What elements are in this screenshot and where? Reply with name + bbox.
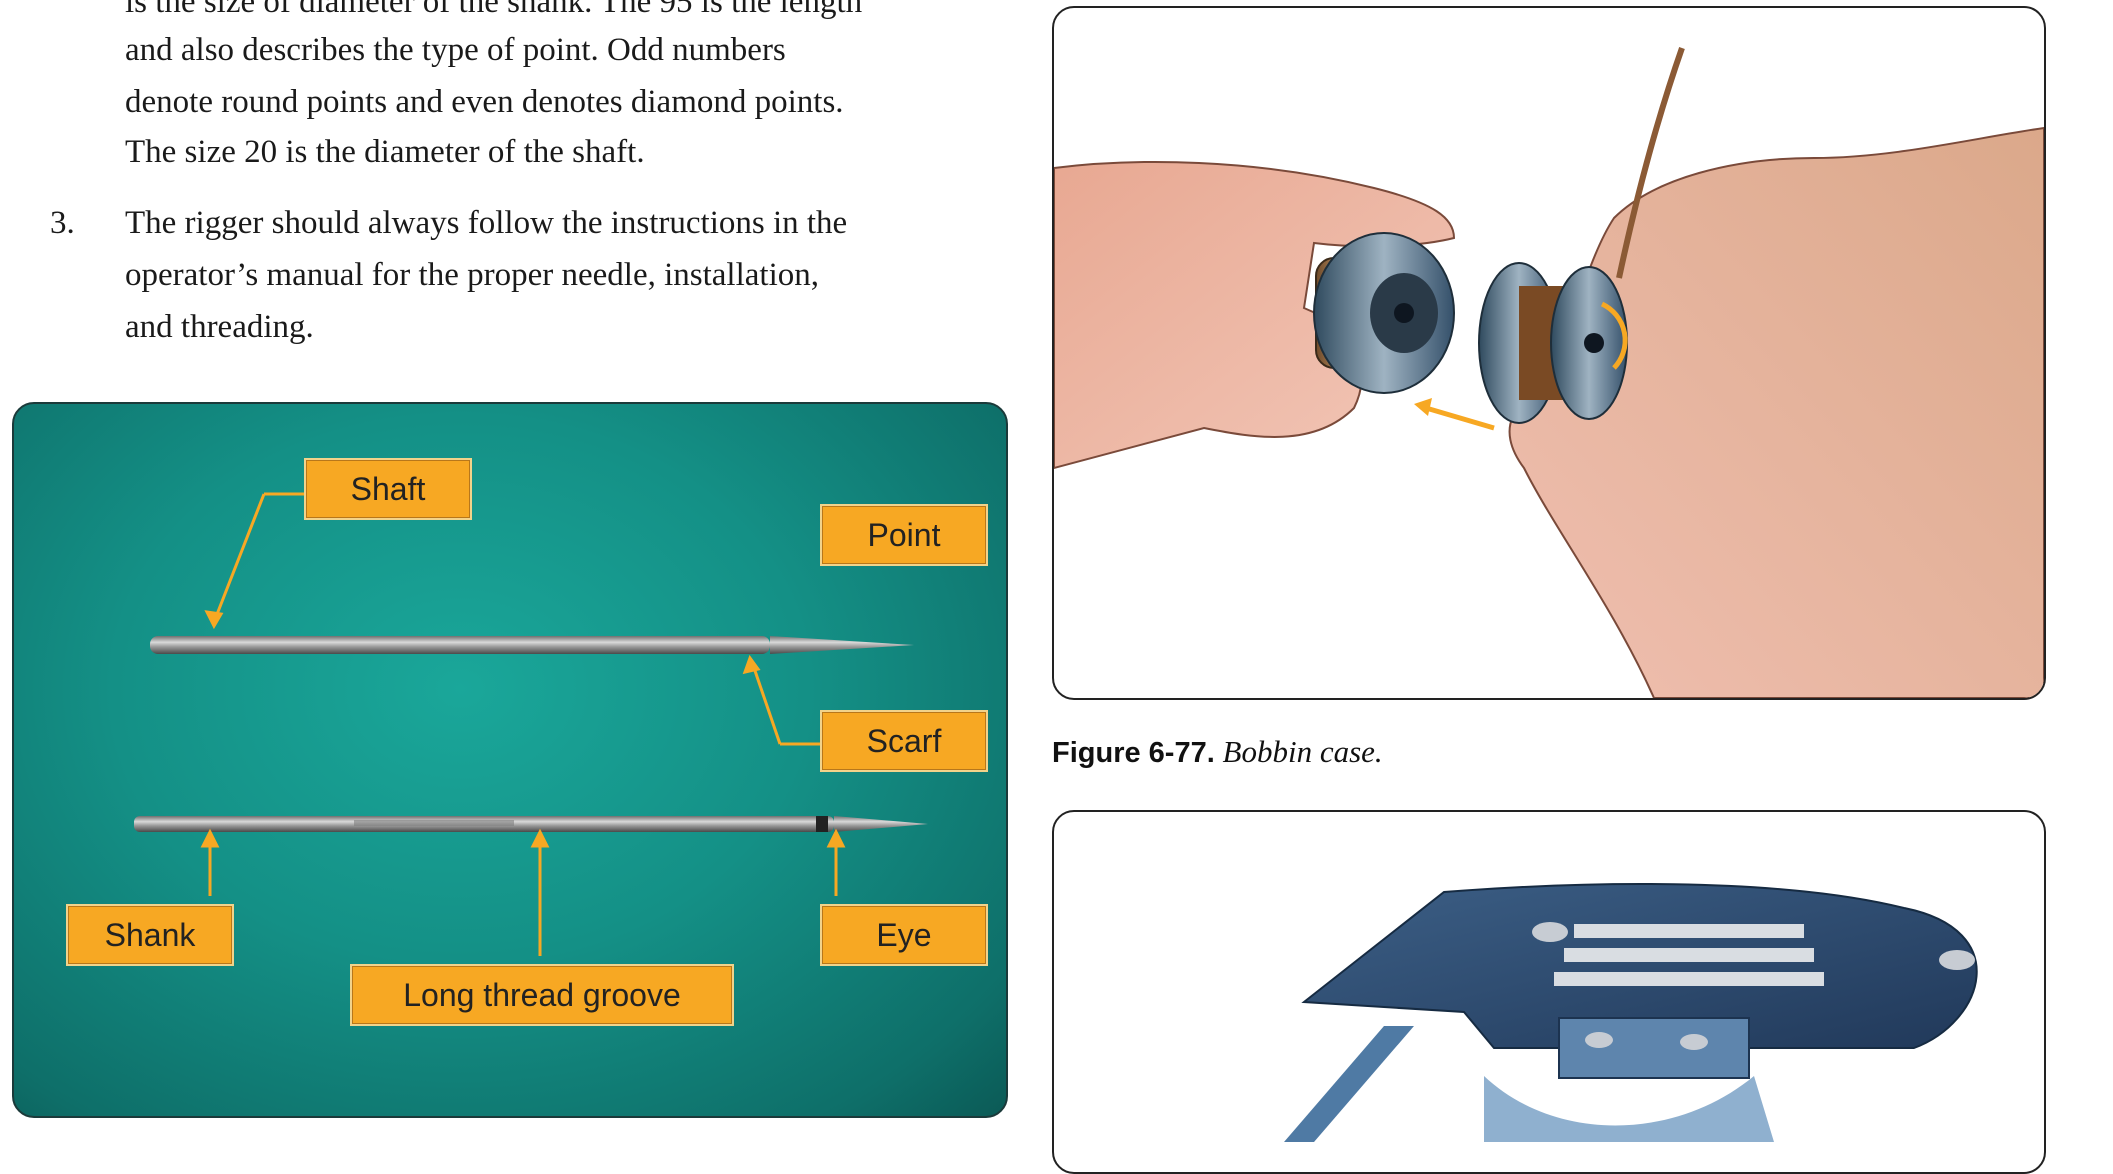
paragraph-line-4: The size 20 is the diameter of the shaft… [125,134,645,170]
eye-label: Eye [820,904,988,966]
scarf-label: Scarf [820,710,988,772]
shank-label: Shank [66,904,234,966]
paragraph-line-partial: is the size of diameter of the shank. Th… [125,0,863,20]
throat-plate-illustration [1284,883,1978,1142]
bobbin-case-figure [1052,6,2046,700]
paragraph-line-2: and also describes the type of point. Od… [125,32,786,68]
list-item-line-2: operator’s manual for the proper needle,… [125,257,819,293]
point-label: Point [820,504,988,566]
throat-plate-figure [1052,810,2046,1174]
needle-illustration [134,492,928,956]
shaft-label: Shaft [304,458,472,520]
figure-title: Bobbin case. [1222,734,1383,769]
bobbin-case-part [1313,232,1455,394]
upper-needle [150,636,914,654]
figure-caption: Figure 6-77. Bobbin case. [1052,734,1383,770]
list-item-number: 3. [50,205,75,241]
figure-number: Figure 6-77. [1052,737,1215,769]
bobbin-part [1478,262,1628,424]
long-thread-groove-label: Long thread groove [350,964,734,1026]
needle-photo: Shaft Point Scarf Shank Eye Long thread … [12,402,1008,1118]
lower-needle [134,816,928,832]
paragraph-line-3: denote round points and even denotes dia… [125,84,844,120]
bobbin-case-illustration [1054,47,2044,698]
list-item-line-1: The rigger should always follow the inst… [125,205,848,241]
label-arrows [200,492,846,956]
list-item-line-3: and threading. [125,309,314,345]
